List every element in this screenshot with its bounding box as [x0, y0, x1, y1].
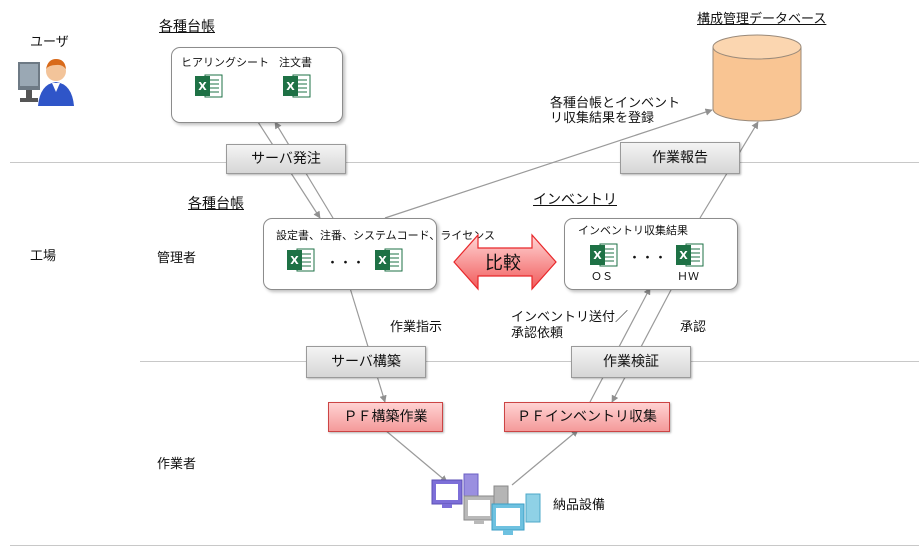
computers-icon	[431, 473, 541, 535]
lane-separator-top	[10, 162, 919, 163]
pf-inventory-button[interactable]: ＰＦインベントリ収集	[504, 402, 670, 432]
lane-separator-middle	[140, 361, 919, 362]
lane-label-worker: 作業者	[157, 457, 197, 472]
arrow-equipment-to-inventory	[511, 429, 579, 486]
lane-label-user: ユーザ	[30, 35, 69, 50]
svg-text:X: X	[679, 249, 688, 262]
excel-icon: X	[375, 248, 403, 272]
work-instruction-note: 作業指示	[390, 320, 443, 335]
inventory-hw-label: ＨＷ	[677, 270, 699, 283]
excel-icon: X	[287, 248, 315, 272]
manager-ledger-ellipsis: ・・・	[326, 256, 366, 271]
compare-label: 比較	[485, 253, 521, 274]
excel-icon: X	[676, 243, 704, 267]
inventory-title: インベントリ	[533, 192, 617, 208]
inventory-send-note-line2: 承認依頼	[511, 326, 564, 341]
work-report-button[interactable]: 作業報告	[620, 142, 740, 174]
cmdb-title: 構成管理データベース	[697, 12, 827, 27]
lane-label-manager: 管理者	[157, 251, 197, 266]
top-ledger-title: 各種台帳	[159, 19, 215, 35]
arrow-approve	[611, 287, 673, 403]
manager-ledger-caption: 設定書、注番、システムコード、ライセンス	[276, 229, 496, 242]
inventory-caption: インベントリ収集結果	[578, 224, 688, 237]
arrow-build-to-equipment	[384, 429, 448, 483]
register-note-line2: リ収集結果を登録	[550, 111, 655, 126]
database-cylinder-icon	[712, 34, 802, 122]
excel-icon: X	[283, 74, 311, 98]
work-verify-button[interactable]: 作業検証	[571, 346, 691, 378]
arrow-inventory-send	[589, 287, 651, 403]
inventory-os-label: ＯＳ	[591, 270, 613, 283]
svg-text:X: X	[378, 254, 387, 267]
order-form-label: 注文書	[279, 56, 312, 69]
inventory-send-note-line1: インベントリ送付／	[511, 310, 629, 325]
arrow-manager-to-cmdb	[384, 108, 713, 219]
manager-ledger-title: 各種台帳	[188, 196, 244, 212]
svg-text:X: X	[198, 80, 207, 93]
approve-note: 承認	[680, 320, 707, 335]
lane-label-factory: 工場	[30, 249, 57, 264]
equipment-label: 納品設備	[553, 498, 606, 513]
register-note-line1: 各種台帳とインベント	[550, 96, 681, 111]
arrow-manager-to-pf-build	[349, 287, 387, 403]
user-avatar-icon	[18, 59, 74, 106]
compare-double-arrow	[453, 233, 557, 291]
svg-text:X: X	[290, 254, 299, 267]
svg-text:X: X	[593, 249, 602, 262]
excel-icon: X	[590, 243, 618, 267]
hearing-sheet-label: ヒアリングシート	[181, 56, 269, 69]
svg-text:X: X	[286, 80, 295, 93]
server-build-button[interactable]: サーバ構築	[306, 346, 426, 378]
excel-icon: X	[195, 74, 223, 98]
inventory-ellipsis: ・・・	[628, 251, 668, 266]
server-order-button[interactable]: サーバ発注	[226, 144, 346, 174]
lane-separator-bottom	[10, 545, 919, 546]
pf-build-button[interactable]: ＰＦ構築作業	[328, 402, 443, 432]
